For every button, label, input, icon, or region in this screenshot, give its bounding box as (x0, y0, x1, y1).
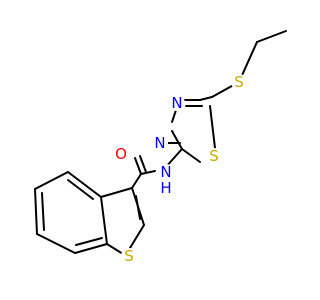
bond (129, 224, 145, 249)
bond (139, 155, 147, 173)
bond (209, 105, 216, 149)
thiadiazole-nitrogen-2: N (152, 134, 168, 152)
bond (181, 148, 201, 163)
bond (100, 187, 133, 198)
atom-label: N (154, 134, 165, 152)
bond (131, 173, 142, 189)
thiadiazole-sulfur: S (206, 147, 222, 165)
atom-label: N (160, 163, 171, 181)
bond (106, 243, 124, 255)
bond (256, 30, 287, 43)
atom-label: S (209, 147, 219, 165)
bond-layer (34, 30, 287, 255)
bond (36, 233, 76, 254)
bond (135, 195, 141, 220)
bond (34, 188, 38, 235)
bond (134, 157, 142, 175)
thiadiazole-nitrogen-1: N (169, 94, 185, 112)
amide-hydrogen: H (159, 179, 173, 197)
atom-label: O (115, 145, 127, 163)
atom-label: S (124, 247, 134, 265)
bond (75, 237, 103, 246)
bond (34, 171, 69, 190)
bond (100, 196, 108, 245)
bond (199, 96, 213, 101)
bond (171, 130, 183, 150)
atom-label: H (160, 179, 171, 197)
atom-label: S (234, 73, 244, 91)
bond (67, 179, 94, 200)
atom-label-layer: S N N S O N H S (113, 73, 247, 265)
thioether-sulfur: S (231, 73, 247, 91)
bond (140, 170, 156, 175)
molecule-structure: S N N S O N H S (34, 30, 287, 265)
carbonyl-oxygen: O (113, 145, 129, 163)
bond (74, 243, 108, 254)
bond (41, 192, 45, 231)
atom-label: N (171, 94, 182, 112)
thiophene-sulfur: S (121, 247, 137, 265)
bond (67, 171, 102, 198)
amide-nitrogen: N (158, 163, 174, 181)
